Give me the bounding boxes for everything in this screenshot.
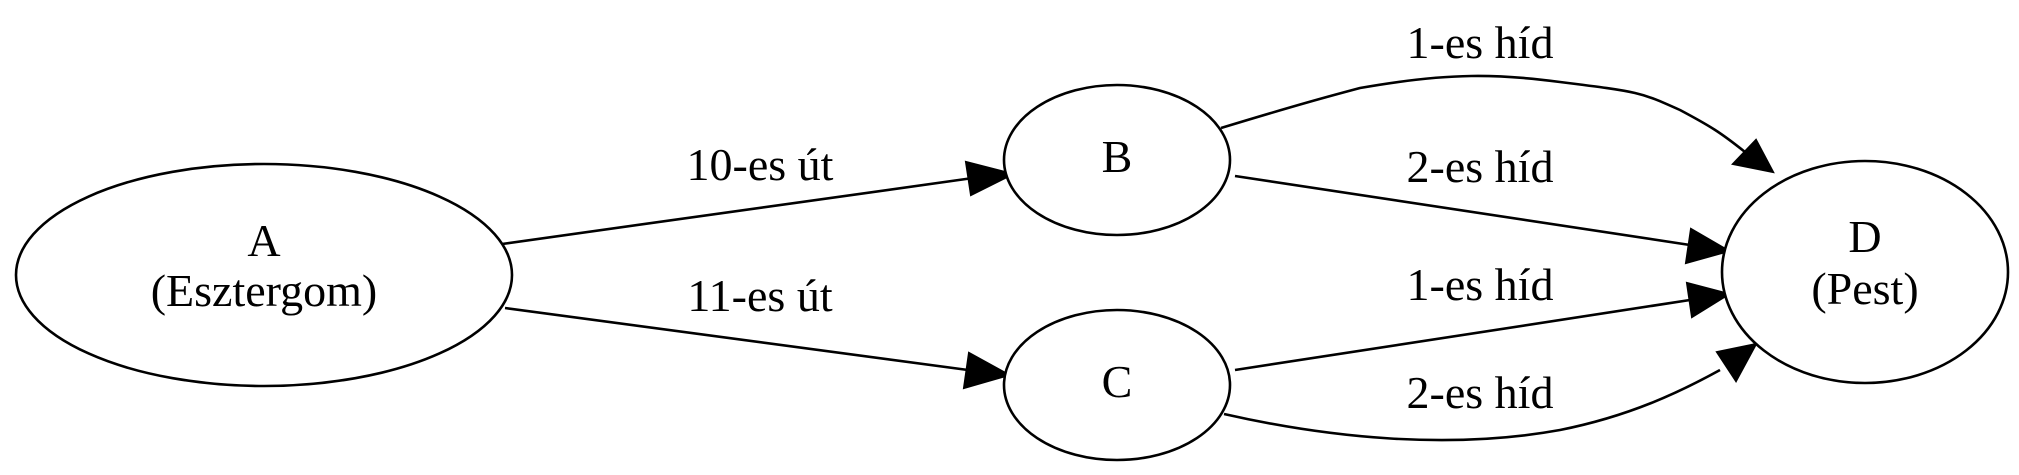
edge-line xyxy=(501,176,974,246)
node-label: B xyxy=(1102,131,1133,182)
edge-a-b: 10-es út xyxy=(501,139,1016,246)
edge-c-d-1: 1-es híd xyxy=(1234,259,1732,372)
edge-line xyxy=(1223,368,1721,442)
arrowhead-icon xyxy=(1731,138,1775,174)
edge-label: 1-es híd xyxy=(1407,259,1554,310)
edge-line xyxy=(504,306,969,372)
arrowhead-icon xyxy=(1685,281,1732,319)
edge-label: 2-es híd xyxy=(1407,141,1554,192)
node-a: A (Esztergom) xyxy=(14,162,514,388)
arrowhead-icon xyxy=(962,351,1012,390)
edge-c-d-2: 2-es híd xyxy=(1223,342,1758,442)
arrowhead-icon xyxy=(964,160,1016,197)
node-ellipse xyxy=(14,162,514,388)
edge-b-d-2: 2-es híd xyxy=(1234,141,1732,265)
node-label: A xyxy=(247,215,280,266)
node-label: C xyxy=(1102,356,1133,407)
edge-b-d-1: 1-es híd xyxy=(1220,17,1775,174)
edge-label: 10-es út xyxy=(687,139,834,190)
node-d: D (Pest) xyxy=(1720,159,2010,385)
edge-line xyxy=(1220,74,1746,154)
node-ellipse xyxy=(1720,159,2010,385)
edge-label: 11-es út xyxy=(687,270,832,321)
edge-line xyxy=(1234,174,1691,247)
edge-a-c: 11-es út xyxy=(504,270,1012,390)
arrowhead-icon xyxy=(1684,227,1732,265)
node-sublabel: (Esztergom) xyxy=(151,265,378,316)
node-ellipse xyxy=(1002,83,1232,237)
node-sublabel: (Pest) xyxy=(1811,263,1918,314)
node-ellipse xyxy=(1002,308,1232,462)
node-b: B xyxy=(1002,83,1232,237)
node-c: C xyxy=(1002,308,1232,462)
arrowhead-icon xyxy=(1715,342,1758,383)
edge-label: 1-es híd xyxy=(1407,17,1554,68)
edge-label: 2-es híd xyxy=(1407,367,1554,418)
edge-line xyxy=(1234,298,1691,372)
node-label: D xyxy=(1848,211,1881,262)
